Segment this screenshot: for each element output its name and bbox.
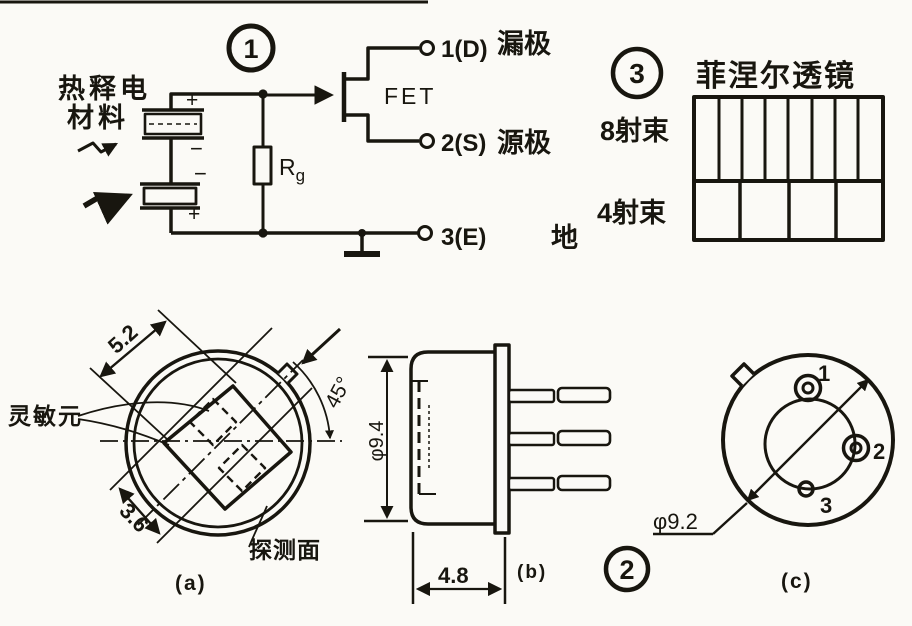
svg-text:φ9.4: φ9.4: [366, 421, 388, 462]
fresnel-row-label-8: 8射束: [600, 116, 669, 146]
sensitive-element-label: 灵敏元: [8, 403, 83, 429]
ground-symbol: [344, 229, 380, 257]
junction-dot-bottom: [258, 228, 268, 238]
polarity-e2-top: −: [194, 161, 207, 186]
svg-text:4.8: 4.8: [438, 563, 469, 588]
svg-text:漏极: 漏极: [497, 29, 551, 59]
pin-circle-c: [763, 397, 857, 491]
package-view-b: φ9.4 4.8 (b) 2: [364, 343, 651, 604]
sensitive-element-2: [217, 443, 267, 493]
caption-c: (c): [781, 570, 813, 593]
detection-face-label: 探测面: [249, 537, 321, 563]
case-outer-circle-a: [124, 349, 312, 537]
svg-text:源极: 源极: [497, 128, 551, 158]
svg-text:3: 3: [629, 58, 645, 89]
circled-number-3: 3: [610, 46, 664, 100]
fresnel-lens-diagram: 3 菲涅尔透镜 8射束 4射束: [597, 46, 885, 242]
fet-label: FET: [384, 83, 436, 109]
svg-text:φ9.2: φ9.2: [653, 509, 698, 534]
dimension-5-2: 5.2: [89, 309, 237, 441]
caption-a: (a): [175, 572, 207, 595]
svg-text:1: 1: [818, 361, 830, 386]
svg-text:5.2: 5.2: [103, 319, 142, 358]
fresnel-4-beam-segments: [738, 181, 838, 240]
terminal-2-source: 2(S) 源极: [419, 128, 551, 158]
dimension-dia-9-2: φ9.2: [653, 378, 870, 536]
case-flange-b: [493, 343, 511, 535]
ir-radiation-arrow-2: [82, 192, 133, 225]
dimension-45deg: 45°: [292, 327, 356, 440]
polarity-e1-bottom: −: [190, 136, 203, 161]
material-label-line1: 热释电: [58, 74, 151, 104]
polarity-e2-bottom: +: [188, 203, 200, 226]
package-view-a: 5.2 3.6 45° 灵敏元 探测面 (a): [8, 309, 356, 595]
case-body-b: [409, 350, 497, 526]
detection-face-leader: [248, 505, 268, 548]
caption-b: (b): [517, 562, 547, 583]
pin-2: 2: [841, 433, 885, 464]
circled-number-2: 2: [603, 545, 651, 593]
sensitive-element-1: [188, 397, 238, 447]
svg-text:3: 3: [820, 493, 832, 518]
resistor-rg: Rg: [252, 94, 305, 233]
svg-text:3(E): 3(E): [441, 224, 486, 251]
svg-text:地: 地: [551, 223, 578, 253]
pyro-element-1: [142, 108, 204, 140]
svg-text:2: 2: [619, 555, 634, 585]
svg-text:Rg: Rg: [279, 154, 305, 185]
locating-tab-a: [276, 362, 299, 385]
lead-pins-b: [507, 386, 612, 492]
package-view-c: 1 2 3 φ9.2 (c): [653, 353, 895, 593]
terminal-1-drain: 1(D) 漏极: [419, 29, 551, 63]
pin-1: 1: [793, 361, 830, 403]
fresnel-row-label-4: 4射束: [597, 198, 666, 228]
fresnel-lens-grid: [692, 95, 885, 242]
dimension-dia-9-4: φ9.4: [364, 355, 408, 523]
detection-window: [162, 384, 293, 511]
ir-radiation-arrow-1: [77, 141, 118, 157]
dimension-4-8: 4.8: [411, 532, 507, 604]
fet-symbol: FET: [263, 46, 436, 143]
fresnel-title: 菲涅尔透镜: [696, 59, 856, 93]
svg-text:45°: 45°: [321, 373, 356, 412]
case-outer-circle-c: [721, 353, 895, 527]
centerline-diagonal: [137, 359, 304, 526]
locating-tab-c: [730, 362, 756, 388]
circled-number-1: 1: [226, 23, 276, 73]
circuit-schematic: 1 热释电 材料 + − − +: [58, 23, 578, 257]
internal-element-dashed: [412, 380, 436, 495]
wire-top-rail: [169, 92, 263, 110]
fresnel-8-beam-segments: [717, 97, 860, 181]
case-inner-circle-a: [132, 357, 304, 529]
svg-text:1(D): 1(D): [441, 36, 488, 63]
sensitive-element-leader-2: [77, 418, 170, 446]
sensitive-element-leader-1: [77, 401, 210, 417]
material-label-line2: 材料: [67, 103, 129, 133]
svg-text:2(S): 2(S): [441, 130, 486, 157]
svg-text:1: 1: [243, 34, 258, 64]
svg-text:2: 2: [873, 439, 885, 464]
terminal-3-ground: 3(E) 地: [417, 223, 578, 253]
